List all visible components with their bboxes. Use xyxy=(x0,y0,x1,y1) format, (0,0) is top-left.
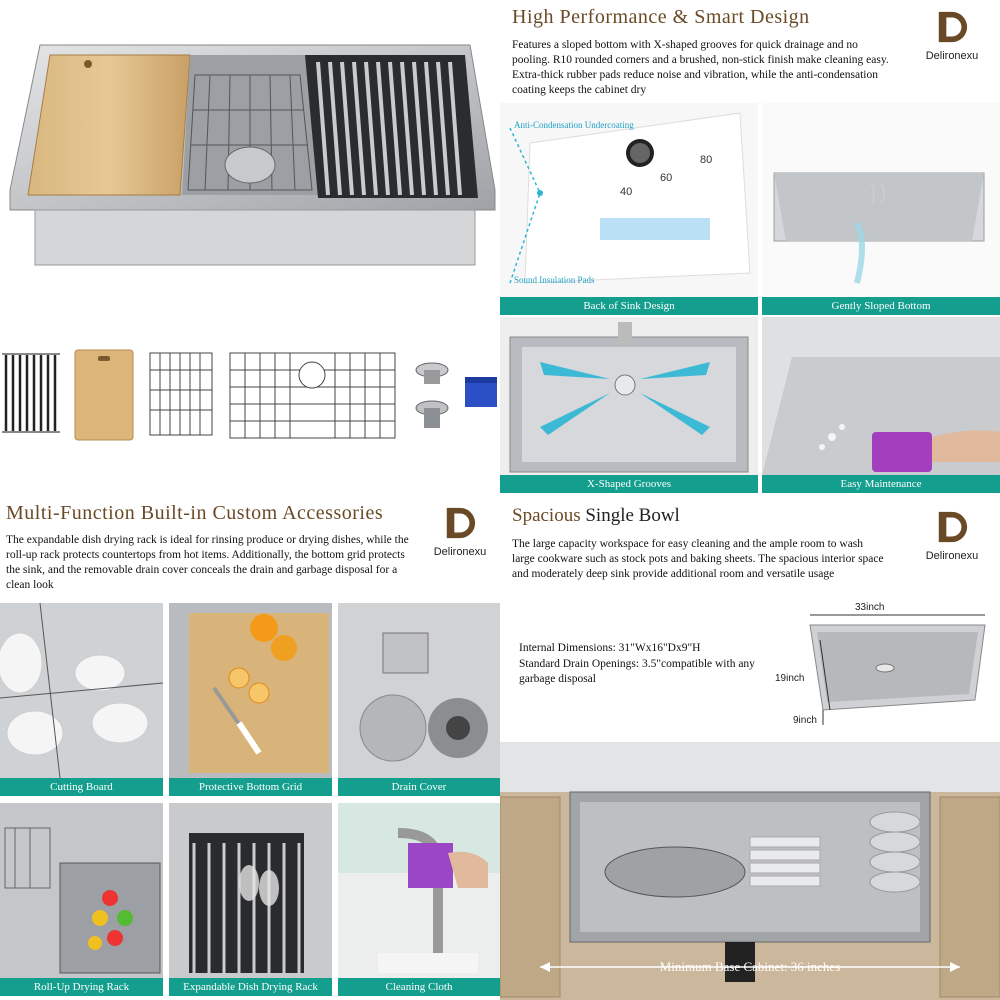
caption-x-grooves: X-Shaped Grooves xyxy=(500,475,758,493)
accessories-row xyxy=(0,345,500,445)
panel-cleaning-cloth: Cleaning Cloth xyxy=(338,803,500,996)
panel-gently-sloped: Gently Sloped Bottom xyxy=(762,103,1000,315)
accessories-title: Multi-Function Built-in Custom Accessori… xyxy=(6,502,384,524)
mark-40: 40 xyxy=(620,186,632,198)
caption-back-of-sink: Back of Sink Design xyxy=(500,297,758,315)
dimension-diagram: 33inch 19inch 9inch xyxy=(775,600,995,740)
drain-strainer-icon xyxy=(415,362,449,428)
dim-height-label: 9inch xyxy=(793,715,817,726)
mark-80: 80 xyxy=(700,154,712,166)
performance-title: High Performance & Smart Design xyxy=(512,6,810,28)
caption-bottom-grid: Protective Bottom Grid xyxy=(169,778,332,796)
panel-cabinet: Minimum Base Cabinet: 36 inches xyxy=(500,742,1000,1000)
dim-depth-label: 19inch xyxy=(775,673,805,684)
hero-sink-image xyxy=(0,0,500,330)
dim-width-label: 33inch xyxy=(855,602,885,613)
bottom-grid-icon xyxy=(229,352,396,439)
panel-back-of-sink: 40 60 80 Anti-Condensation Undercoating … xyxy=(500,103,758,315)
panel-drain-cover: Drain Cover xyxy=(338,603,500,796)
roll-up-rack-icon xyxy=(2,350,62,435)
anti-condensation-label: Anti-Condensation Undercoating xyxy=(514,120,634,130)
caption-cleaning-cloth: Cleaning Cloth xyxy=(338,978,500,996)
panel-cutting-board: Cutting Board xyxy=(0,603,163,796)
brand-name: Delironexu xyxy=(925,550,979,562)
basket-icon xyxy=(149,352,213,436)
panel-bottom-grid: Protective Bottom Grid xyxy=(169,603,332,796)
panel-easy-maintenance: Easy Maintenance xyxy=(762,317,1000,493)
spec-internal: Internal Dimensions: 31"Wx16"Dx9"H xyxy=(519,642,701,654)
cutting-board-icon xyxy=(74,349,134,441)
accessories-description: The expandable dish drying rack is ideal… xyxy=(6,534,409,591)
brand-logo-icon xyxy=(938,511,968,543)
performance-description: Features a sloped bottom with X-shaped g… xyxy=(512,39,889,96)
spec-drain: Standard Drain Openings: 3.5"compatible … xyxy=(519,658,755,685)
brand-logo-icon xyxy=(446,507,476,539)
panel-expandable-rack: Expandable Dish Drying Rack xyxy=(169,803,332,996)
mark-60: 60 xyxy=(660,172,672,184)
bowl-title: Spacious Single Bowl xyxy=(512,505,892,527)
brand-logo-bowl: Delironexu xyxy=(912,510,992,562)
caption-roll-up-rack: Roll-Up Drying Rack xyxy=(0,978,163,996)
caption-easy-maintenance: Easy Maintenance xyxy=(762,475,1000,493)
caption-gently-sloped: Gently Sloped Bottom xyxy=(762,297,1000,315)
panel-x-grooves: X-Shaped Grooves xyxy=(500,317,758,493)
cabinet-label: Minimum Base Cabinet: 36 inches xyxy=(659,959,841,974)
caption-cutting-board: Cutting Board xyxy=(0,778,163,796)
sound-pads-label: Sound Insulation Pads xyxy=(514,275,595,285)
panel-roll-up-rack: Roll-Up Drying Rack xyxy=(0,803,163,996)
cleaning-cloth-icon xyxy=(465,377,497,407)
brand-logo-top: Delironexu xyxy=(912,10,992,62)
brand-name: Delironexu xyxy=(925,50,979,62)
brand-logo-accessories: Delironexu xyxy=(420,506,500,558)
bowl-title-part1: Spacious xyxy=(512,505,581,526)
brand-name: Delironexu xyxy=(433,546,487,558)
brand-logo-icon xyxy=(938,11,968,43)
caption-expandable-rack: Expandable Dish Drying Rack xyxy=(169,978,332,996)
caption-drain-cover: Drain Cover xyxy=(338,778,500,796)
bowl-description: The large capacity workspace for easy cl… xyxy=(512,538,884,580)
bowl-title-part2: Single Bowl xyxy=(585,505,680,526)
sink-illustration xyxy=(9,44,496,266)
